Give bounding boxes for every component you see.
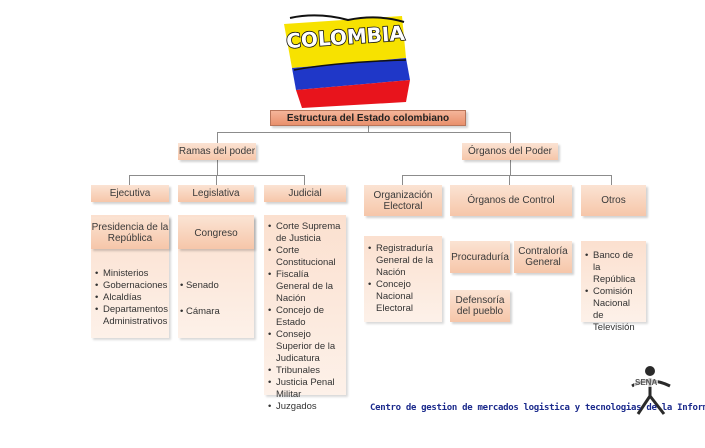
connector xyxy=(402,175,612,176)
organos-del-poder-node: Órganos del Poder xyxy=(462,143,558,160)
list-item: Banco de la República xyxy=(585,250,642,286)
colombia-logo: COLOMBIA xyxy=(278,10,418,110)
list-item: Corte Suprema de Justicia xyxy=(268,221,342,245)
legislativa-node: Legislativa xyxy=(178,185,254,202)
footer-text: Centro de gestion de mercados logistica … xyxy=(370,403,705,413)
list-item: Corte Constitucional xyxy=(268,245,342,269)
connector xyxy=(402,175,403,186)
judicial-list: Corte Suprema de Justicia Corte Constitu… xyxy=(264,216,346,417)
connector xyxy=(368,125,369,133)
connector xyxy=(129,175,130,186)
list-item: Fiscalía General de la Nación xyxy=(268,269,342,305)
logo-text: COLOMBIA xyxy=(285,21,406,53)
procuraduria-node: Procuraduría xyxy=(450,241,510,273)
connector xyxy=(129,175,305,176)
list-item: Departamentos Administrativos xyxy=(95,304,168,328)
organos-de-control-node: Órganos de Control xyxy=(450,185,572,216)
electoral-list: Registraduría General de la Nación Conce… xyxy=(364,238,442,319)
connector xyxy=(217,132,218,144)
organizacion-electoral-node: Organización Electoral xyxy=(364,185,442,216)
connector xyxy=(217,159,218,175)
judicial-node: Judicial xyxy=(264,185,346,202)
camara-item: • Cámara xyxy=(180,306,220,317)
contraloria-node: Contraloría General xyxy=(514,241,572,273)
presidencia-node: Presidencia de la República xyxy=(91,217,169,249)
list-item: Comisión Nacional de Televisión xyxy=(585,286,642,334)
root-node: Estructura del Estado colombiano xyxy=(270,110,466,126)
list-item: Registraduría General de la Nación xyxy=(368,243,438,279)
connector xyxy=(216,175,217,186)
list-item-label: Senado xyxy=(185,280,219,291)
colombia-flag-icon: COLOMBIA xyxy=(284,14,410,108)
connector xyxy=(611,175,612,186)
list-item: Consejo Superior de la Judicatura xyxy=(268,329,342,365)
list-item: Tribunales xyxy=(268,365,342,377)
sena-text: SENA xyxy=(634,378,659,387)
list-item-label: Cámara xyxy=(185,306,220,317)
list-item: Juzgados xyxy=(268,401,342,413)
otros-list: Banco de la República Comisión Nacional … xyxy=(581,245,646,338)
list-item: Concejo de Estado xyxy=(268,305,342,329)
list-item: Gobernaciones xyxy=(95,280,167,292)
connector xyxy=(217,132,510,133)
list-item: Concejo Nacional Electoral xyxy=(368,279,438,315)
sena-logo: SENA xyxy=(628,364,674,416)
list-item: Justicia Penal Militar xyxy=(268,377,342,401)
connector xyxy=(510,132,511,144)
ejecutiva-node: Ejecutiva xyxy=(91,185,169,202)
ejecutiva-list: Ministerios Gobernaciones Alcaldías Depa… xyxy=(91,263,169,332)
defensoria-node: Defensoría del pueblo xyxy=(450,290,510,322)
connector xyxy=(510,159,511,175)
connector xyxy=(304,175,305,186)
otros-node: Otros xyxy=(581,185,646,216)
senado-item: • Senado xyxy=(180,280,219,291)
list-item: Alcaldías xyxy=(95,292,165,304)
connector xyxy=(509,175,510,186)
list-item: Ministerios xyxy=(95,268,165,280)
congreso-node: Congreso xyxy=(178,217,254,249)
ramas-del-poder-node: Ramas del poder xyxy=(178,143,256,160)
